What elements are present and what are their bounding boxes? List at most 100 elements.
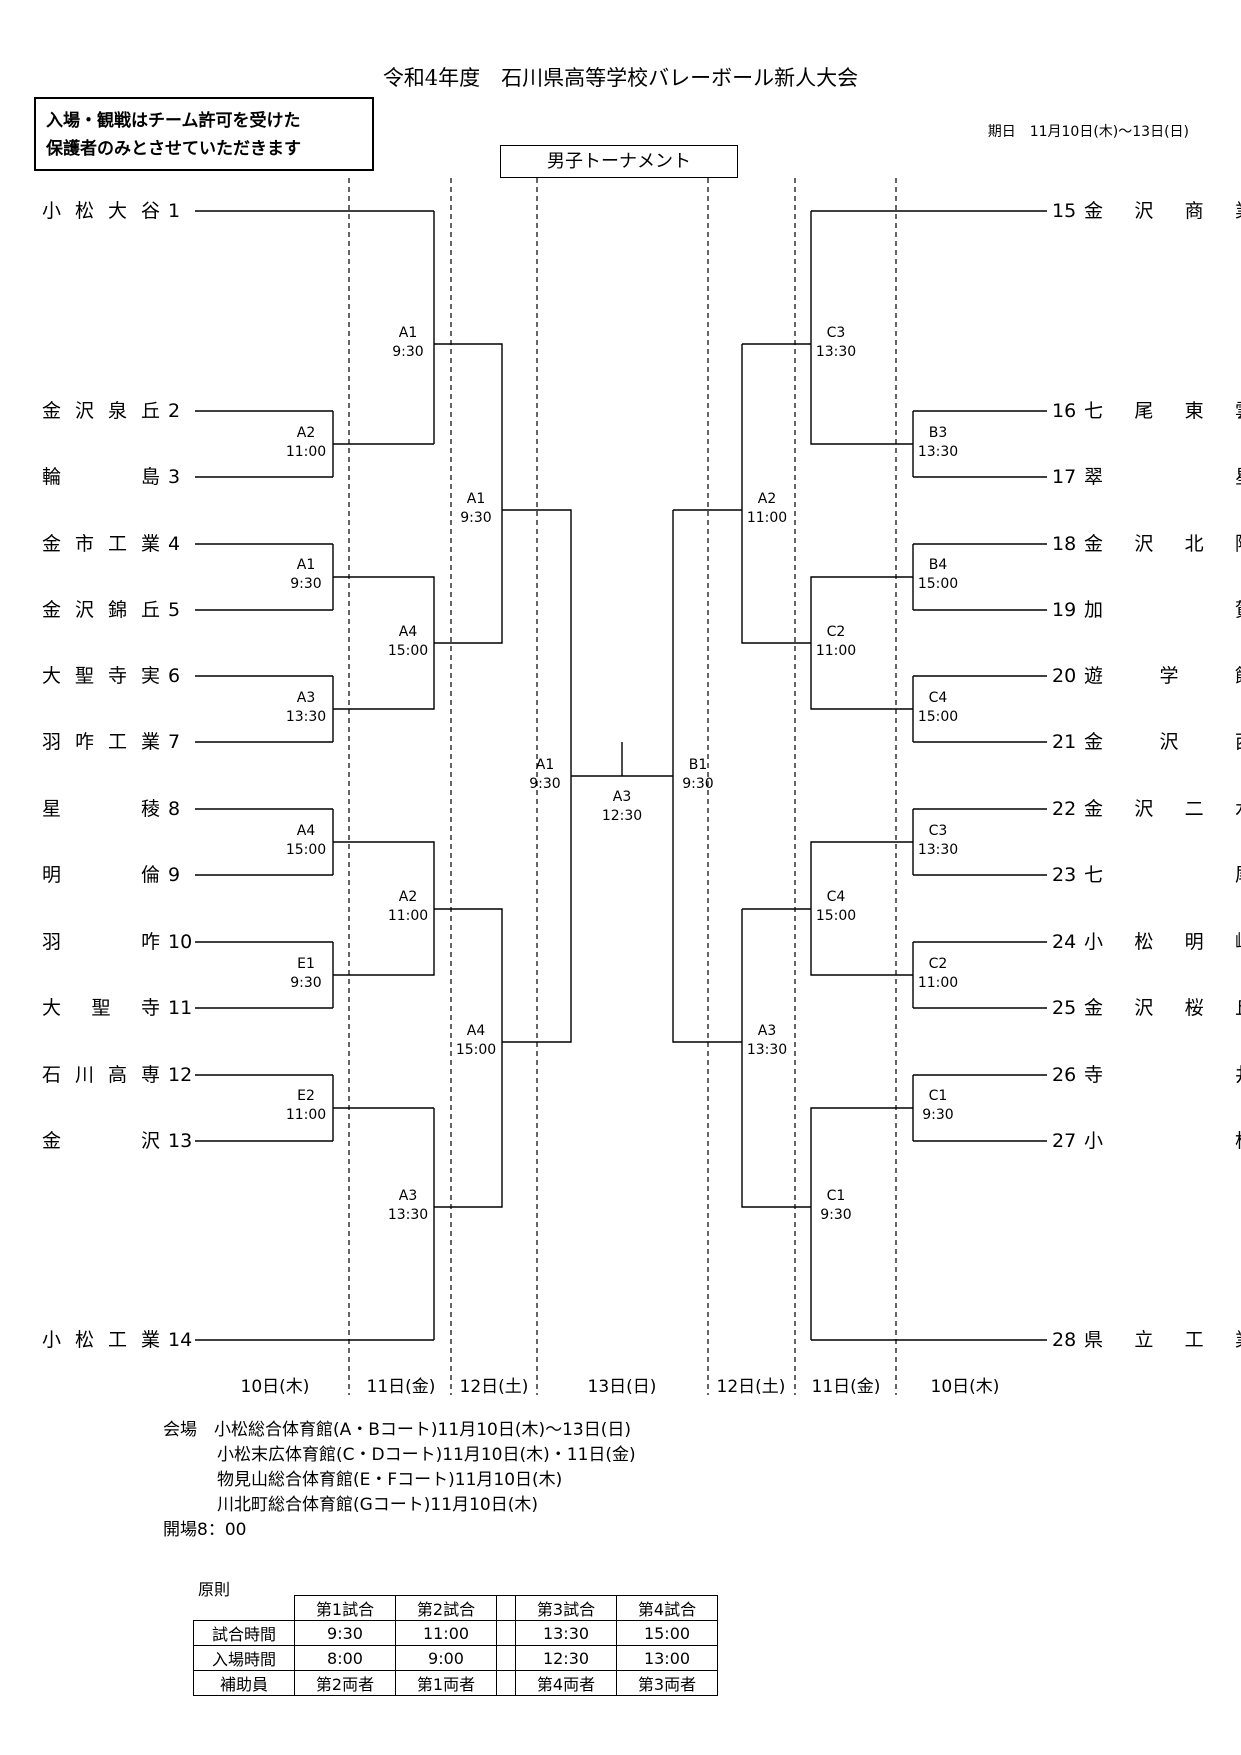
venue-line: 小松末広体育館(C・Dコート)11月10日(木)・11日(金) (217, 1445, 636, 1465)
table-cell: 第2両者 (294, 1670, 396, 1696)
day-label: 13日(日) (587, 1377, 657, 1397)
table-header-cell: 第2試合 (395, 1595, 497, 1621)
table-cell: 第3両者 (616, 1670, 718, 1696)
page-title: 令和4年度 石川県高等学校バレーボール新人大会 (382, 66, 859, 90)
table-header-cell: 第1試合 (294, 1595, 396, 1621)
table-cell: 13:00 (616, 1645, 718, 1671)
table-row: 入場時間 8:00 9:00 12:30 13:00 (193, 1645, 718, 1671)
table-cell: 第4両者 (515, 1670, 617, 1696)
table-cell: 試合時間 (193, 1620, 295, 1646)
period-text: 期日 11月10日(木)～13日(日) (987, 124, 1189, 140)
table-cell: 12:30 (515, 1645, 617, 1671)
day-label: 11日(金) (366, 1377, 436, 1397)
table-row: 第1試合 第2試合 第3試合 第4試合 (193, 1595, 718, 1621)
tournament-label: 男子トーナメント (500, 145, 738, 178)
table-cell: 9:30 (294, 1620, 396, 1646)
table-cell: 13:30 (515, 1620, 617, 1646)
day-label: 10日(木) (240, 1377, 310, 1397)
opening-time: 開場8：00 (163, 1520, 247, 1540)
table-gap (496, 1645, 516, 1671)
table-gap (496, 1620, 516, 1646)
venue-line: 川北町総合体育館(Gコート)11月10日(木) (217, 1495, 538, 1515)
table-cell: 補助員 (193, 1670, 295, 1696)
table-cell: 15:00 (616, 1620, 718, 1646)
table-gap (496, 1595, 516, 1621)
table-header-cell: 第3試合 (515, 1595, 617, 1621)
table-cell: 8:00 (294, 1645, 396, 1671)
day-label: 11日(金) (811, 1377, 881, 1397)
table-cell: 11:00 (395, 1620, 497, 1646)
venue-line: 会場 小松総合体育館(A・Bコート)11月10日(木)～13日(日) (163, 1420, 631, 1440)
table-row: 試合時間 9:30 11:00 13:30 15:00 (193, 1620, 718, 1646)
venue-line: 物見山総合体育館(E・Fコート)11月10日(木) (217, 1470, 563, 1490)
table-row: 補助員 第2両者 第1両者 第4両者 第3両者 (193, 1670, 718, 1696)
table-header-cell: 第4試合 (616, 1595, 718, 1621)
day-label: 10日(木) (930, 1377, 1000, 1397)
day-label: 12日(土) (716, 1377, 786, 1397)
notice-line-1: 入場・観戦はチーム許可を受けた (46, 111, 301, 131)
venue-info: 会場 小松総合体育館(A・Bコート)11月10日(木)～13日(日) 小松末広体… (163, 1418, 636, 1543)
notice-line-2: 保護者のみとさせていただきます (46, 139, 301, 159)
table-cell: 入場時間 (193, 1645, 295, 1671)
table-cell: 第1両者 (395, 1670, 497, 1696)
table-gap (496, 1670, 516, 1696)
table-cell: 9:00 (395, 1645, 497, 1671)
rules-label: 原則 (198, 1580, 231, 1599)
notice-box: 入場・観戦はチーム許可を受けた 保護者のみとさせていただきます (34, 97, 374, 171)
day-label: 12日(土) (459, 1377, 529, 1397)
